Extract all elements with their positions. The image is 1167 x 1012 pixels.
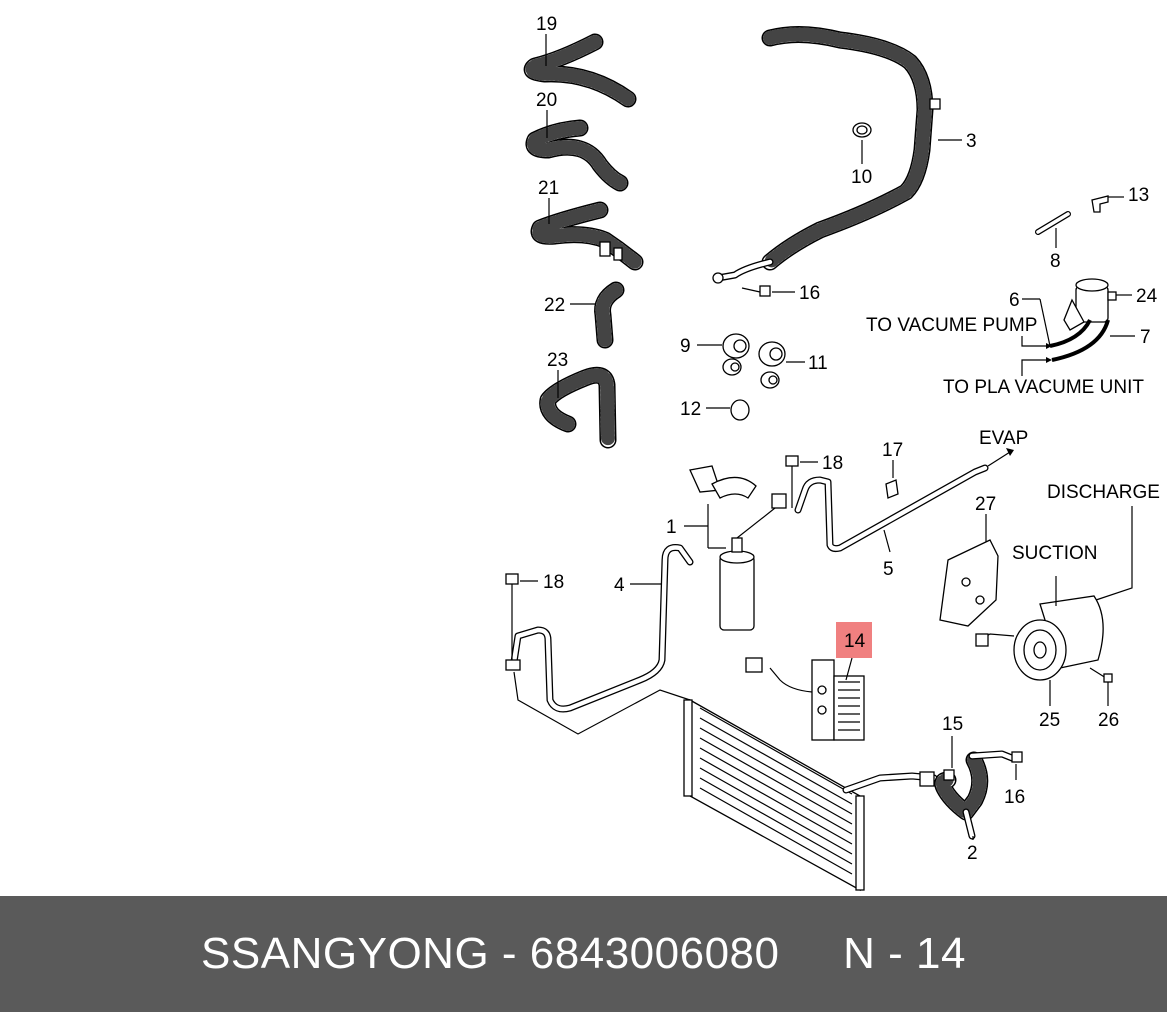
solenoid-valve-24[interactable]	[1063, 278, 1117, 331]
callout-15: 15	[942, 714, 963, 735]
callout-16-bottom: 16	[1004, 787, 1025, 808]
tee-13[interactable]	[1091, 195, 1109, 213]
callout-26: 26	[1098, 710, 1119, 731]
clamp-10[interactable]	[852, 122, 872, 138]
callout-27: 27	[975, 494, 996, 515]
bolt-16-bottom[interactable]	[1011, 751, 1023, 763]
pressure-switch-connector[interactable]	[736, 493, 787, 539]
hose-19[interactable]	[523, 33, 637, 108]
callout-21: 21	[538, 178, 559, 199]
callout-23: 23	[547, 350, 568, 371]
receiver-drier-1[interactable]	[689, 465, 757, 631]
callout-6: 6	[1009, 290, 1020, 311]
callout-8: 8	[1050, 251, 1061, 272]
callout-14: 14	[844, 631, 866, 652]
callout-19: 19	[536, 14, 557, 35]
hose-2[interactable]	[919, 750, 1016, 840]
bolt-15[interactable]	[943, 769, 955, 781]
ac-parts-diagram: 19 20 21 22 23 3	[505, 14, 1160, 892]
hose-22[interactable]	[594, 281, 625, 349]
compressor-bracket-27[interactable]	[939, 539, 999, 627]
vacuum-hoses-6-7[interactable]	[1049, 319, 1110, 362]
label-evap: EVAP	[979, 428, 1028, 449]
reference-number: N - 14	[843, 929, 966, 978]
plug-12[interactable]	[730, 399, 750, 421]
callout-25: 25	[1039, 710, 1060, 731]
callout-4: 4	[614, 575, 625, 596]
callout-20: 20	[536, 90, 557, 111]
callout-3: 3	[966, 131, 977, 152]
clip-17[interactable]	[885, 479, 899, 499]
callout-12: 12	[680, 399, 701, 420]
callout-1: 1	[666, 517, 677, 538]
callout-22: 22	[544, 295, 565, 316]
bolt-18-upper[interactable]	[785, 455, 799, 508]
callout-5: 5	[883, 559, 894, 580]
callout-18-lower: 18	[543, 572, 564, 593]
ac-compressor-25[interactable]	[975, 595, 1104, 681]
callout-16-top: 16	[799, 283, 820, 304]
label-to-vacume-pump: TO VACUME PUMP	[866, 315, 1037, 336]
callout-13: 13	[1128, 185, 1149, 206]
footer-separator: -	[489, 929, 530, 978]
footer-bar: SSANGYONG - 6843006080 N - 14	[0, 896, 1167, 1012]
bolt-18-lower[interactable]	[505, 573, 521, 671]
callout-18-upper: 18	[822, 453, 843, 474]
callout-14-highlight	[836, 622, 872, 658]
hose-21[interactable]	[530, 201, 644, 271]
callout-24: 24	[1136, 286, 1158, 307]
blower-resistor-14[interactable]	[745, 657, 865, 741]
condenser[interactable]	[683, 698, 938, 892]
callout-11: 11	[808, 353, 828, 374]
pipe-5[interactable]	[794, 464, 989, 553]
hose-23[interactable]	[539, 366, 617, 449]
pipe-8[interactable]	[1035, 211, 1071, 235]
label-suction: SUCTION	[1012, 543, 1098, 564]
hose-3[interactable]	[712, 25, 941, 284]
callout-2: 2	[967, 843, 978, 864]
footer-title: SSANGYONG - 6843006080 N - 14	[201, 929, 966, 979]
footer-gap	[780, 929, 844, 978]
callout-10: 10	[851, 167, 872, 188]
label-discharge: DISCHARGE	[1047, 482, 1160, 503]
callout-17: 17	[882, 440, 903, 461]
grommet-11[interactable]	[758, 341, 786, 389]
brand-name: SSANGYONG	[201, 929, 490, 978]
label-to-pla-vacume-unit: TO PLA VACUME UNIT	[943, 377, 1144, 398]
bolt-16-top[interactable]	[741, 285, 771, 297]
callout-9: 9	[680, 336, 691, 357]
part-number: 6843006080	[529, 929, 780, 978]
grommet-9[interactable]	[722, 333, 750, 376]
callout-7: 7	[1140, 327, 1151, 348]
bolt-26[interactable]	[1089, 667, 1113, 683]
pipe-4[interactable]	[510, 544, 694, 713]
